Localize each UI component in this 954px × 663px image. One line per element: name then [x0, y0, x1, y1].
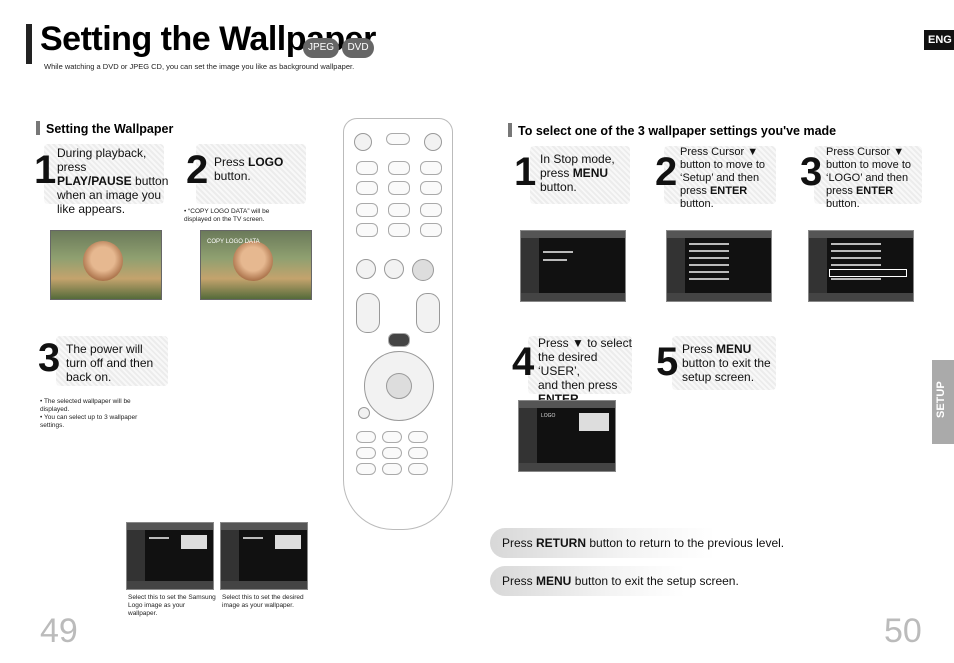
photo-playback: [50, 230, 162, 300]
page-number-left: 49: [40, 612, 78, 650]
photo-copy-logo: COPY LOGO DATA: [200, 230, 312, 300]
right-step4-number: 4: [512, 340, 535, 384]
left-step1-number: 1: [34, 148, 57, 192]
caption-user-image: Select this to set the desired image as …: [222, 594, 304, 609]
screen-logo-selected: [808, 230, 914, 302]
screen-user-select: LOGO: [518, 400, 616, 472]
page-number-right: 50: [884, 612, 922, 650]
left-step3-notes: • The selected wallpaper will be display…: [40, 398, 138, 429]
remote-logo-button: [412, 259, 434, 281]
remote-stop-button: [356, 259, 376, 279]
right-step3-number: 3: [800, 150, 823, 194]
right-step5-number: 5: [656, 340, 679, 384]
title-bar-marker: [26, 24, 32, 64]
right-step5-box: [672, 336, 776, 390]
caption-samsung-logo: Select this to set the Samsung Logo imag…: [128, 594, 216, 617]
tip-return-text: Press RETURN button to return to the pre…: [502, 536, 785, 550]
tip-menu-text: Press MENU button to exit the setup scre…: [502, 574, 739, 588]
right-step4-box: [528, 336, 632, 394]
remote-volume-rocker: [356, 293, 380, 333]
right-step3-text: Press Cursor ▼ button to move to ‘LOGO’ …: [826, 146, 911, 210]
right-step4-text: Press ▼ to select the desired ‘USER’, an…: [538, 336, 632, 406]
screen-logo-label: LOGO: [541, 413, 556, 419]
tip-return-pill: [490, 528, 790, 558]
right-step2-text: Press Cursor ▼ button to move to ‘Setup’…: [680, 146, 765, 210]
menu-screen-samsung-logo: [126, 522, 214, 590]
left-step1-text: During playback, press PLAY/PAUSE button…: [57, 146, 169, 216]
right-step2-number: 2: [655, 150, 678, 194]
left-step2-number: 2: [186, 148, 209, 192]
badge-dvd: DVD: [342, 38, 374, 58]
right-step3-box: [814, 146, 922, 204]
left-step3-text: The power will turn off and then back on…: [66, 342, 154, 384]
right-step1-text: In Stop mode, press MENU button.: [540, 152, 615, 194]
copy-logo-overlay: COPY LOGO DATA: [207, 239, 260, 245]
remote-tuning-rocker: [416, 293, 440, 333]
remote-play-pause-button: [384, 259, 404, 279]
right-step1-box: [530, 146, 630, 204]
menu-screen-user-image: [220, 522, 308, 590]
left-step2-box: [196, 144, 306, 204]
language-tab: ENG: [924, 30, 954, 50]
screen-setup-menu: [666, 230, 772, 302]
left-step3-box: [56, 336, 168, 386]
remote-control-illustration: [343, 118, 453, 530]
page-subtitle: While watching a DVD or JPEG CD, you can…: [44, 62, 355, 71]
left-step1-box: [44, 144, 164, 204]
remote-enter-button: [386, 373, 412, 399]
right-step2-box: [664, 146, 776, 204]
right-step5-text: Press MENU button to exit the setup scre…: [682, 342, 771, 384]
left-step2-text: Press LOGO button.: [214, 155, 284, 183]
left-step2-note: • “COPY LOGO DATA” will be displayed on …: [184, 208, 270, 223]
screen-main-menu: [520, 230, 626, 302]
badge-jpeg: JPEG: [303, 38, 339, 58]
setup-side-tab: SETUP: [932, 360, 954, 444]
remote-menu-button: [388, 333, 410, 347]
right-step1-number: 1: [514, 150, 537, 194]
left-step3-number: 3: [38, 336, 61, 380]
tip-menu-pill: [490, 566, 750, 596]
remote-return-button: [358, 407, 370, 419]
left-section-title: Setting the Wallpaper: [36, 121, 173, 136]
right-section-title: To select one of the 3 wallpaper setting…: [508, 123, 836, 138]
